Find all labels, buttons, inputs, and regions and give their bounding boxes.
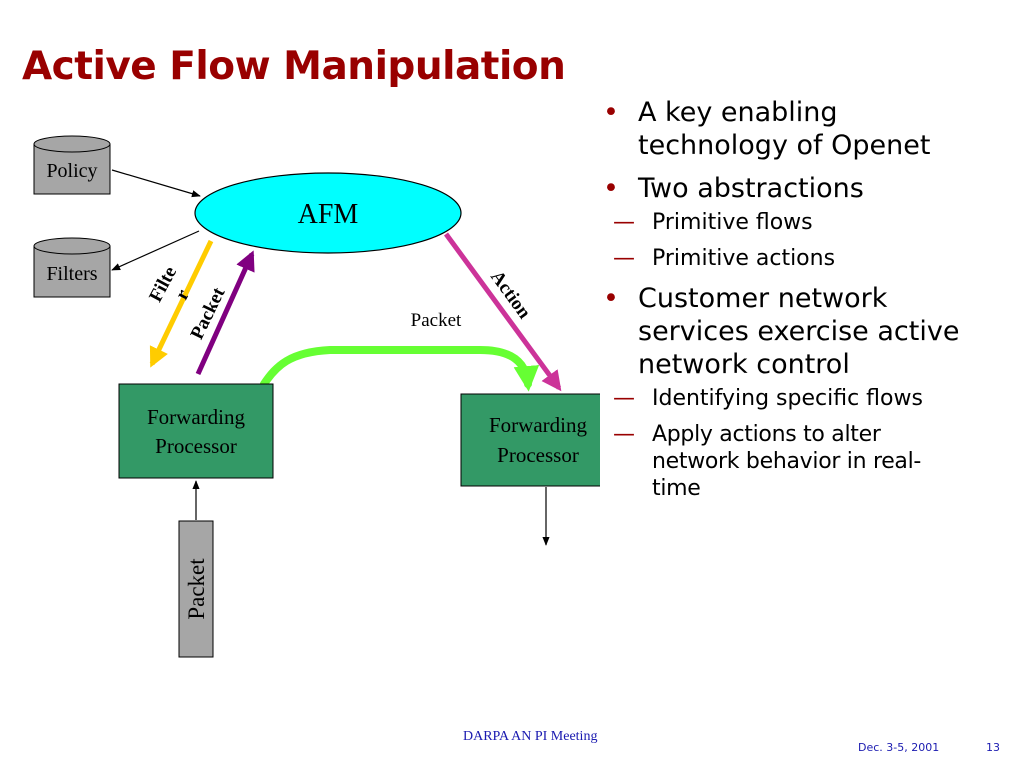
dash-marker: — [613, 210, 635, 235]
afm-label: AFM [298, 199, 359, 230]
sub-bullet-text: network behavior in real- [652, 449, 922, 474]
fp-left-line2: Processor [155, 434, 237, 458]
sub-list: — Identifying specific flows — Apply act… [601, 385, 1016, 502]
fp-right-line1: Forwarding [489, 413, 587, 437]
bullet-marker: • [603, 97, 619, 128]
policy-to-afm-arrow [111, 169, 201, 198]
bullet-text: Two abstractions [638, 173, 864, 204]
packet-input-box: Packet [178, 520, 214, 658]
bullet-marker: • [603, 283, 619, 314]
policy-store: Policy [33, 135, 111, 195]
sub-bullet-item: — Primitive actions [601, 245, 1016, 272]
sub-bullet-text: Primitive actions [652, 246, 836, 271]
bullet-text: Customer network [638, 283, 888, 314]
filter-arrow-label: Filte r [145, 263, 194, 305]
forwarding-processor-left: Forwarding Processor [118, 383, 274, 479]
sub-bullet-item: — Apply actions to alter network behavio… [601, 421, 1016, 502]
sub-bullet-item: — Primitive flows [601, 209, 1016, 236]
afm-node: AFM [194, 172, 462, 254]
packet-input-label: Packet [184, 558, 209, 620]
afm-to-filters-arrow [111, 230, 200, 271]
sub-bullet-text: time [652, 476, 701, 501]
packet-flow-arrow [260, 346, 540, 392]
action-arrow [443, 232, 562, 392]
footer-meeting: DARPA AN PI Meeting [463, 729, 598, 744]
forwarding-processor-right: Forwarding Processor [460, 393, 600, 487]
bullet-text: A key enabling [638, 97, 838, 128]
dash-marker: — [613, 246, 635, 271]
sub-bullet-item: — Identifying specific flows [601, 385, 1016, 412]
footer-date: Dec. 3-5, 2001 [858, 741, 940, 754]
bullet-text: network control [638, 349, 850, 380]
sub-list: — Primitive flows — Primitive actions [601, 209, 1016, 272]
sub-bullet-text: Primitive flows [652, 210, 813, 235]
bullet-item: • Two abstractions — Primitive flows — P… [601, 172, 1016, 272]
bullet-text: technology of Openet [638, 130, 931, 161]
slide-title: Active Flow Manipulation [22, 44, 566, 89]
dash-marker: — [613, 422, 635, 447]
filters-label: Filters [46, 263, 97, 285]
packet-up-arrow [195, 250, 255, 376]
policy-label: Policy [46, 160, 97, 182]
sub-bullet-text: Identifying specific flows [652, 386, 923, 411]
bullet-list: • A key enabling technology of Openet • … [601, 96, 1016, 512]
packet-flow-label: Packet [411, 310, 462, 331]
fp-left-line1: Forwarding [147, 405, 245, 429]
bullet-marker: • [603, 173, 619, 204]
fp-right-line2: Processor [497, 443, 579, 467]
bullet-text: services exercise active [638, 316, 960, 347]
footer-page-number: 13 [986, 741, 1000, 754]
dash-marker: — [613, 386, 635, 411]
filters-store: Filters [33, 237, 111, 298]
sub-bullet-text: Apply actions to alter [652, 422, 881, 447]
bullet-item: • Customer network services exercise act… [601, 282, 1016, 502]
bullet-item: • A key enabling technology of Openet [601, 96, 1016, 162]
afm-diagram: Policy Filters AFM Filte r Packet [33, 135, 600, 658]
filter-arrow [149, 239, 214, 368]
filter-label-line1: Filte [145, 263, 181, 305]
